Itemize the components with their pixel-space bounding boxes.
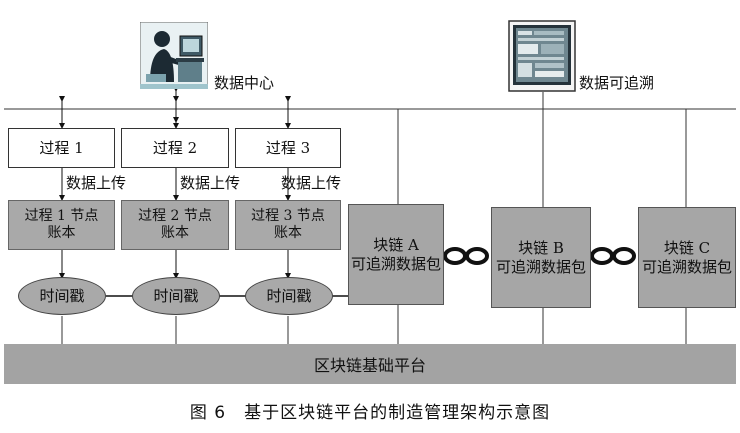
ledger-title: 过程 1 节点 (24, 207, 99, 224)
process-box-1: 过程 1 (8, 128, 115, 168)
monitor-screen-icon (508, 20, 576, 96)
chain-block-title: 块链 A (373, 235, 419, 254)
data-center-label: 数据中心 (214, 74, 275, 92)
chain-link-icon (443, 247, 489, 265)
ledger-subtitle: 账本 (274, 225, 302, 241)
chain-block-title: 块链 B (518, 238, 564, 257)
upload-label-1: 数据上传 (66, 174, 127, 192)
chain-block-a: 块链 A 可追溯数据包 (348, 204, 444, 305)
chain-block-c: 块链 C 可追溯数据包 (638, 207, 736, 308)
traceability-label: 数据可追溯 (579, 74, 655, 92)
ledger-subtitle: 账本 (47, 225, 76, 241)
process-box-2: 过程 2 (121, 128, 229, 168)
upload-label-2: 数据上传 (180, 174, 241, 192)
chain-link-icon (590, 247, 636, 265)
ledger-title: 过程 3 节点 (251, 207, 325, 224)
process-box-3: 过程 3 (235, 128, 341, 168)
ledger-subtitle: 账本 (161, 225, 189, 241)
timestamp-3: 时间戳 (245, 277, 333, 315)
person-at-computer-icon (139, 21, 209, 93)
node-ledger-1: 过程 1 节点 账本 (8, 200, 115, 250)
figure-caption: 图 6 基于区块链平台的制造管理架构示意图 (189, 403, 551, 423)
node-ledger-2: 过程 2 节点 账本 (121, 200, 229, 250)
chain-block-subtitle: 可追溯数据包 (641, 257, 732, 276)
blockchain-platform: 区块链基础平台 (4, 344, 736, 384)
chain-block-b: 块链 B 可追溯数据包 (491, 207, 591, 308)
timestamp-2: 时间戳 (132, 277, 220, 315)
chain-block-subtitle: 可追溯数据包 (495, 257, 586, 276)
timestamp-1: 时间戳 (18, 277, 106, 315)
node-ledger-3: 过程 3 节点 账本 (235, 200, 341, 250)
chain-block-title: 块链 C (663, 238, 711, 257)
ledger-title: 过程 2 节点 (138, 207, 212, 224)
chain-block-subtitle: 可追溯数据包 (351, 254, 442, 273)
upload-label-3: 数据上传 (281, 174, 342, 192)
